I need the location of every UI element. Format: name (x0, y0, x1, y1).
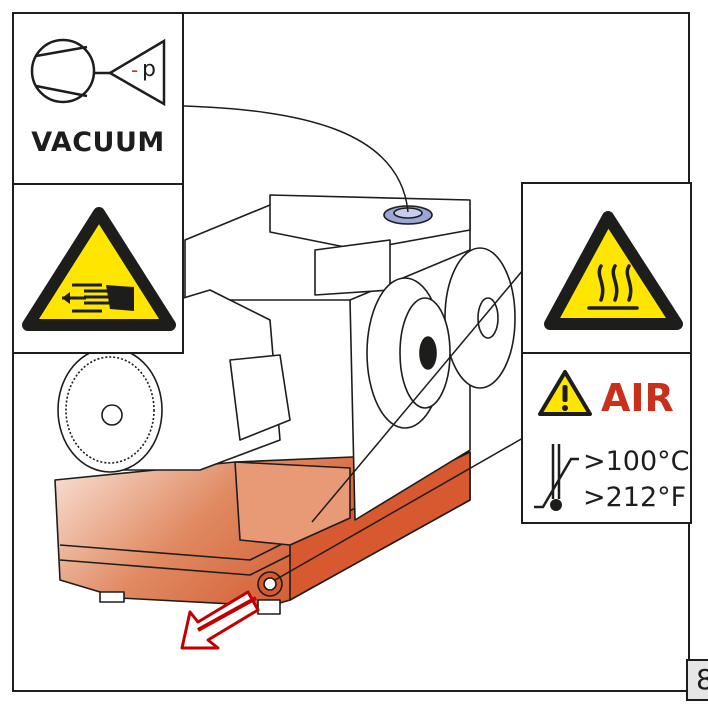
vacuum-panel: - p VACUUM (12, 12, 184, 185)
thermometer-icon (534, 444, 579, 511)
hand-warning-panel (12, 183, 184, 354)
air-temperature-panel: AIR >100°C >212°F (521, 352, 692, 524)
hot-surface-panel (521, 182, 692, 354)
hand-entanglement-warning-icon (22, 207, 176, 331)
temperature-celsius: >100°C (583, 446, 690, 477)
temperature-fahrenheit: >212°F (583, 482, 687, 513)
air-label: AIR (601, 376, 674, 420)
hot-surface-warning-icon (544, 211, 683, 330)
vacuum-pump-symbol-icon (30, 38, 166, 107)
caution-icon (538, 370, 592, 416)
vacuum-label: VACUUM (31, 127, 165, 158)
page-number: 8 (686, 659, 708, 701)
minus-sign: - (131, 58, 139, 82)
pressure-symbol: p (142, 57, 156, 82)
